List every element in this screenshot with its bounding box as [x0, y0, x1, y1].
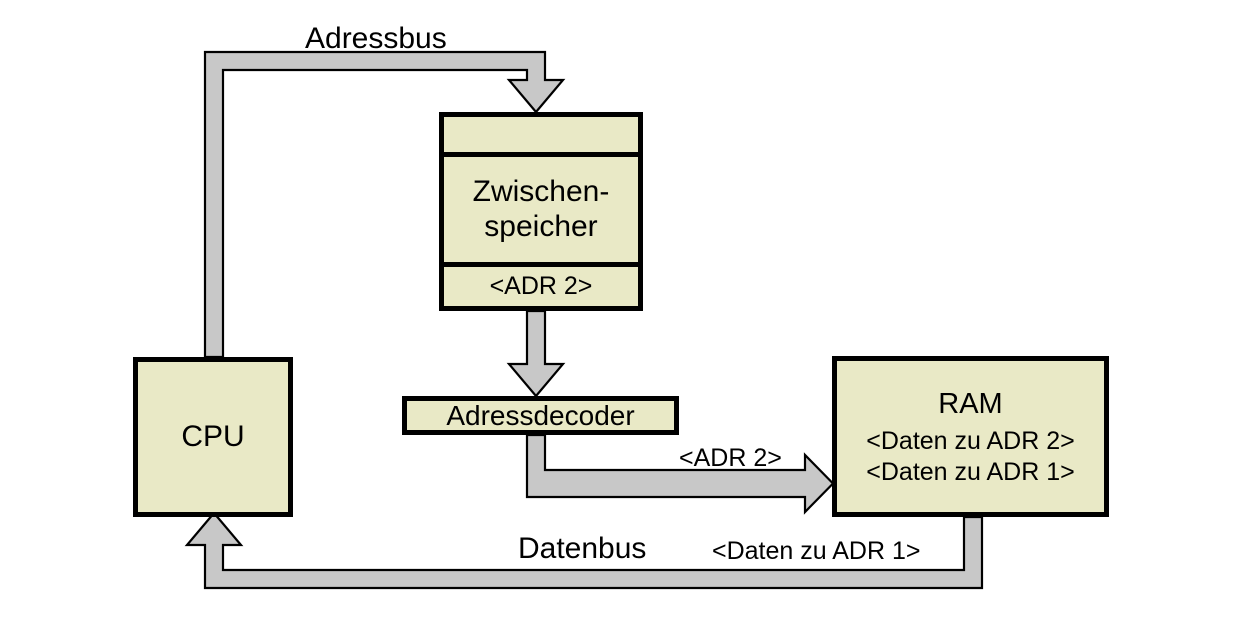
ram-data-line-2: <Daten zu ADR 2> [866, 427, 1075, 456]
ram-box[interactable]: RAM <Daten zu ADR 2> <Daten zu ADR 1> [832, 356, 1109, 517]
zwischenspeicher-title: Zwischen- speicher [444, 157, 638, 267]
cpu-label: CPU [181, 420, 245, 454]
decoder-to-ram-bus-path [525, 433, 835, 515]
ram-data-line-1: <Daten zu ADR 1> [866, 457, 1075, 486]
zwischenspeicher-value: <ADR 2> [444, 267, 638, 306]
data-for-adr1-label: <Daten zu ADR 1> [712, 537, 921, 565]
address-bus-path [203, 50, 566, 359]
ram-title: RAM [938, 387, 1003, 420]
adr2-bus-label: <ADR 2> [679, 444, 782, 472]
data-bus-label: Datenbus [518, 532, 647, 565]
zwischenspeicher-box[interactable]: Zwischen- speicher <ADR 2> [439, 112, 643, 311]
cpu-box[interactable]: CPU [133, 357, 293, 517]
adressdecoder-label: Adressdecoder [446, 399, 635, 431]
buffer-to-decoder-bus-path [506, 309, 566, 398]
data-bus-path [184, 511, 984, 590]
adressdecoder-box[interactable]: Adressdecoder [402, 396, 679, 435]
zwischenspeicher-empty-row [444, 117, 638, 157]
address-bus-label: Adressbus [305, 22, 447, 55]
